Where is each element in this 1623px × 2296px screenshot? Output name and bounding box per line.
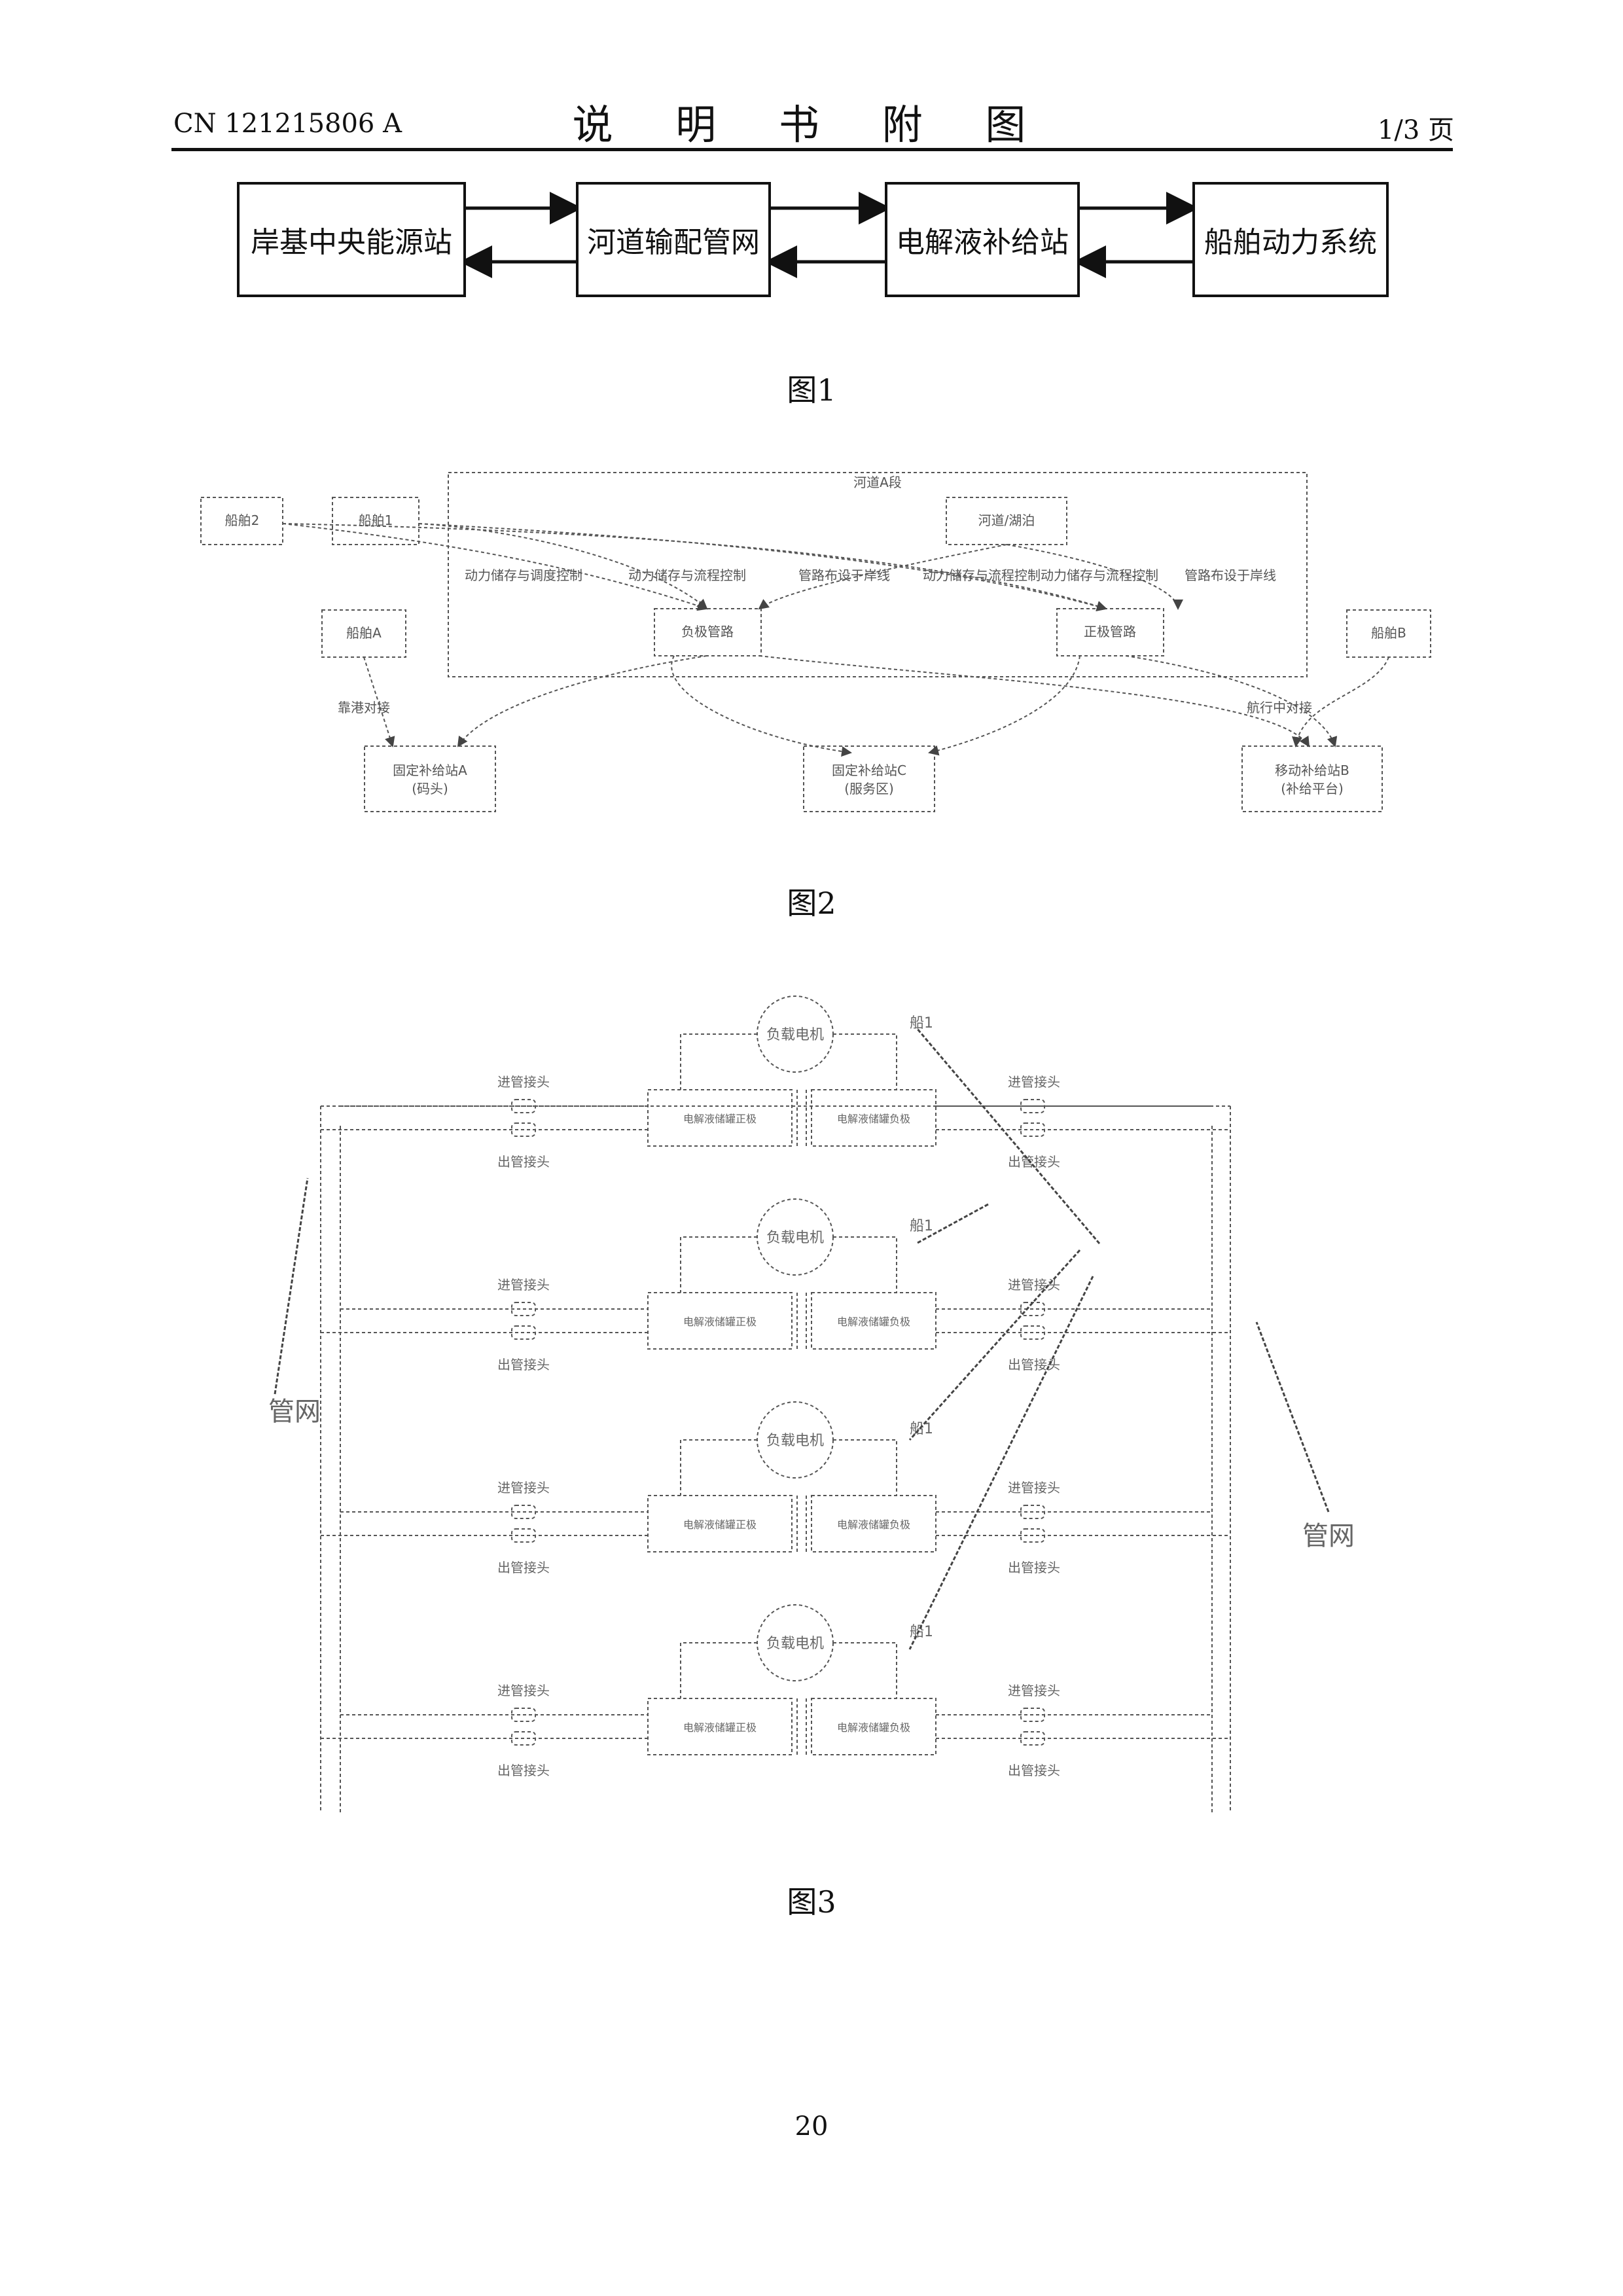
inlet-label-left: 进管接头 [497, 1480, 550, 1496]
shipA-label: 船舶A [346, 625, 382, 641]
box-river-pipe-network: 河道输配管网 [576, 182, 771, 297]
tank-right-label: 电解液储罐负极 [837, 1518, 910, 1531]
cell-unit [321, 1402, 1230, 1552]
net-label-right: 管网 [1302, 1521, 1355, 1551]
inlet-label-right: 进管接头 [1008, 1683, 1060, 1698]
cell-unit [321, 1199, 1230, 1349]
ship1-label: 船舶1 [359, 512, 393, 528]
motor-wire-right [833, 1440, 897, 1496]
tank-right-label: 电解液储罐负极 [837, 1113, 910, 1125]
conn-label-1: 动力储存与调度控制 [465, 567, 582, 583]
mobileB-line2: (补给平台) [1281, 781, 1344, 797]
fixedC-line2: (服务区) [844, 781, 894, 797]
motor-wire-left [681, 1440, 757, 1496]
ship-label: 船1 [910, 1218, 933, 1234]
net-label-left: 管网 [268, 1397, 321, 1427]
node-fixed-A [365, 746, 495, 812]
outlet-label-right: 出管接头 [1008, 1763, 1060, 1778]
inlet-label-right: 进管接头 [1008, 1074, 1060, 1090]
node-fixed-C [804, 746, 935, 812]
inlet-label-left: 进管接头 [497, 1683, 550, 1698]
cell-unit [321, 1605, 1230, 1755]
box-shore-energy-station: 岸基中央能源站 [237, 182, 466, 297]
neg-pipe-label: 负极管路 [681, 624, 734, 639]
pos-pipe-label: 正极管路 [1084, 624, 1136, 639]
mobileB-line1: 移动补给站B [1275, 762, 1349, 778]
pointer-arrows [275, 1028, 1329, 1649]
motor-wire-left [681, 1237, 757, 1293]
fixedC-line1: 固定补给站C [832, 762, 906, 778]
frame-label: 河道A段 [853, 475, 902, 490]
motor-label: 负载电机 [766, 1636, 824, 1652]
conn-label-3: 管路布设于岸线 [798, 567, 890, 583]
figure-2-caption: 图2 [0, 880, 1623, 923]
motor-wire-left [681, 1034, 757, 1090]
figure-2: 河道A段 船舶2 船舶1 河道/湖泊 船舶A 船舶B 负极管路 正极管路 固定补… [0, 458, 1623, 825]
cell-units: 负载电机船1进管接头出管接头进管接头出管接头电解液储罐正极电解液储罐负极负载电机… [321, 996, 1230, 1778]
conn-label-2: 动力储存与流程控制 [628, 567, 746, 583]
river-label: 河道/湖泊 [978, 512, 1035, 528]
outlet-label-left: 出管接头 [497, 1154, 550, 1170]
motor-wire-right [833, 1237, 897, 1293]
tank-left-label: 电解液储罐正极 [683, 1316, 757, 1328]
tank-left-label: 电解液储罐正极 [683, 1721, 757, 1734]
cell-unit [321, 996, 1230, 1146]
motor-wire-right [833, 1034, 897, 1090]
motor-label: 负载电机 [766, 1027, 824, 1043]
box-ship-power-system: 船舶动力系统 [1192, 182, 1389, 297]
inlet-label-right: 进管接头 [1008, 1480, 1060, 1496]
ship2-label: 船舶2 [225, 512, 260, 528]
fixedA-line2: (码头) [412, 781, 448, 797]
page-number: 20 [0, 2111, 1623, 2142]
inlet-label-left: 进管接头 [497, 1277, 550, 1293]
box-electrolyte-station: 电解液补给站 [885, 182, 1080, 297]
node-mobile-B [1242, 746, 1382, 812]
dock-left-label: 靠港对接 [338, 700, 390, 715]
figure-1-caption: 图1 [0, 367, 1623, 410]
figure-3: 负载电机船1进管接头出管接头进管接头出管接头电解液储罐正极电解液储罐负极负载电机… [0, 969, 1623, 1833]
pipe-network-frame [321, 1106, 1230, 1813]
tank-left-label: 电解液储罐正极 [683, 1518, 757, 1531]
conn-label-4: 动力储存与流程控制 [923, 567, 1041, 583]
dock-right-label: 航行中对接 [1247, 700, 1312, 715]
outlet-label-left: 出管接头 [497, 1763, 550, 1778]
ship-label: 船1 [910, 1015, 933, 1031]
motor-wire-left [681, 1643, 757, 1698]
outlet-label-right: 出管接头 [1008, 1560, 1060, 1575]
motor-wire-right [833, 1643, 897, 1698]
motor-label: 负载电机 [766, 1230, 824, 1246]
shipB-label: 船舶B [1371, 625, 1406, 641]
figure-3-caption: 图3 [0, 1878, 1623, 1922]
inlet-label-left: 进管接头 [497, 1074, 550, 1090]
conn-label-6: 管路布设于岸线 [1185, 567, 1276, 583]
tank-right-label: 电解液储罐负极 [837, 1316, 910, 1328]
inlet-label-right: 进管接头 [1008, 1277, 1060, 1293]
motor-label: 负载电机 [766, 1433, 824, 1449]
tank-right-label: 电解液储罐负极 [837, 1721, 910, 1734]
conn-label-5: 动力储存与流程控制 [1041, 567, 1158, 583]
tank-left-label: 电解液储罐正极 [683, 1113, 757, 1125]
outlet-label-left: 出管接头 [497, 1560, 550, 1575]
fixedA-line1: 固定补给站A [393, 762, 467, 778]
outlet-label-left: 出管接头 [497, 1357, 550, 1372]
